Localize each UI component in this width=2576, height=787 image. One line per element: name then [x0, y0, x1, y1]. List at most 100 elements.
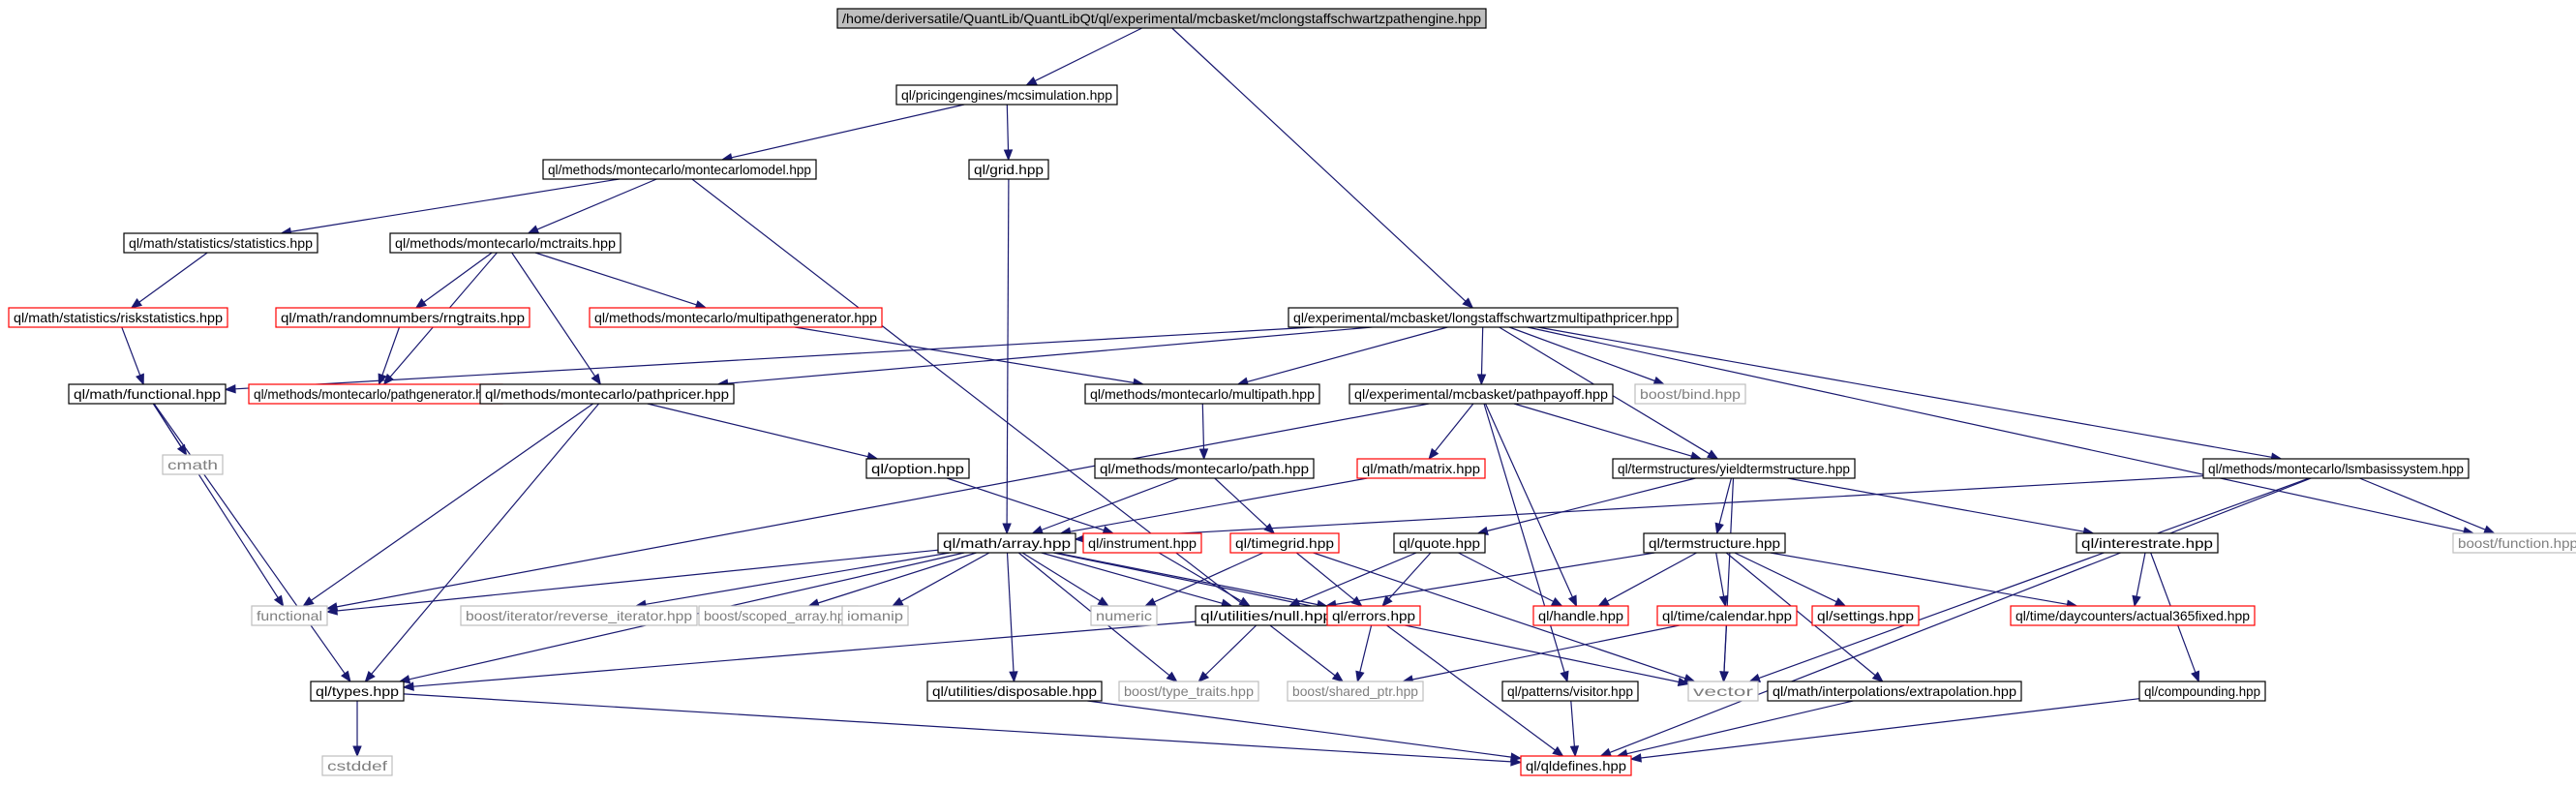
node-actual365[interactable]: ql/time/daycounters/actual365fixed.hpp — [2010, 605, 2256, 626]
node-box — [589, 307, 883, 328]
edge-matrix-to-array — [1059, 477, 1368, 536]
node-pathpricer[interactable]: ql/methods/montecarlo/pathpricer.hpp — [479, 383, 735, 405]
edge-line — [1513, 403, 1692, 457]
node-option[interactable]: ql/option.hpp — [865, 458, 970, 479]
node-visitor[interactable]: ql/patterns/visitor.hpp — [1501, 681, 1639, 702]
node-label: ql/grid.hpp — [974, 162, 1044, 177]
node-null[interactable]: ql/utilities/null.hpp — [1195, 605, 1338, 626]
edge-arrowhead — [1355, 670, 1365, 683]
edge-multipathgenerator-to-multipath — [794, 326, 1145, 387]
node-quote[interactable]: ql/quote.hpp — [1393, 532, 1486, 554]
node-qldefines[interactable]: ql/qldefines.hpp — [1520, 755, 1632, 776]
node-calendar[interactable]: ql/time/calendar.hpp — [1656, 605, 1798, 626]
node-label: ql/qldefines.hpp — [1526, 758, 1626, 773]
node-box — [968, 159, 1049, 180]
edge-line — [1087, 700, 1512, 758]
edge-null-to-type_traits — [1197, 624, 1258, 682]
edge-arrowhead — [1003, 149, 1014, 162]
edge-lsmbasis-to-vector — [1748, 477, 2310, 682]
edge-pathpayoff-to-handle — [1484, 403, 1578, 608]
edge-arrowhead — [1097, 596, 1110, 607]
node-settings[interactable]: ql/settings.hpp — [1811, 605, 1920, 626]
node-montecarlomodel[interactable]: ql/methods/montecarlo/montecarlomodel.hp… — [542, 159, 817, 180]
edge-arrowhead — [1551, 597, 1563, 607]
node-label: ql/instrument.hpp — [1088, 535, 1197, 551]
edge-yieldts-to-interestrate — [1787, 477, 2095, 536]
node-riskstatistics[interactable]: ql/math/statistics/riskstatistics.hpp — [8, 307, 228, 328]
node-interestrate[interactable]: ql/interestrate.hpp — [2076, 532, 2219, 554]
node-yieldts[interactable]: ql/termstructures/yieldtermstructure.hpp — [1612, 458, 1856, 479]
edge-arrowhead — [1166, 671, 1178, 682]
node-handle[interactable]: ql/handle.hpp — [1532, 605, 1629, 626]
edge-grid-to-array — [1002, 178, 1012, 535]
node-functional_hpp[interactable]: ql/math/functional.hpp — [68, 383, 227, 405]
node-timegrid[interactable]: ql/timegrid.hpp — [1229, 532, 1340, 554]
node-array[interactable]: ql/math/array.hpp — [937, 532, 1076, 554]
node-termstructure[interactable]: ql/termstructure.hpp — [1643, 532, 1786, 554]
node-box — [2010, 605, 2256, 626]
node-box — [68, 383, 227, 405]
node-label: numeric — [1096, 608, 1152, 623]
edge-yieldts-to-vector — [1719, 477, 1735, 683]
edge-arrowhead — [1718, 594, 1729, 608]
node-pathpayoff[interactable]: ql/experimental/mcbasket/pathpayoff.hpp — [1349, 383, 1614, 405]
edge-arrowhead — [1748, 673, 1762, 682]
node-root[interactable]: /home/deriversatile/QuantLib/QuantLibQt/… — [836, 8, 1487, 29]
node-box — [937, 532, 1076, 554]
edge-line — [371, 403, 600, 675]
node-label: ql/settings.hpp — [1817, 608, 1914, 623]
edge-arrowhead — [1197, 671, 1210, 682]
node-instrument[interactable]: ql/instrument.hpp — [1082, 532, 1202, 554]
edge-line — [691, 178, 1336, 677]
node-label: ql/methods/montecarlo/mctraits.hpp — [395, 235, 616, 251]
edge-line — [153, 403, 346, 675]
node-types[interactable]: ql/types.hpp — [310, 681, 405, 702]
node-grid[interactable]: ql/grid.hpp — [968, 159, 1049, 180]
edge-lsmultipathpricer-to-boostfunction — [1527, 326, 2475, 536]
node-disposable[interactable]: ql/utilities/disposable.hpp — [926, 681, 1103, 702]
node-box — [895, 84, 1118, 106]
edge-arrowhead — [302, 596, 315, 607]
node-label: ql/methods/montecarlo/pathpricer.hpp — [485, 386, 729, 402]
edge-line — [727, 326, 1373, 384]
node-multipath[interactable]: ql/methods/montecarlo/multipath.hpp — [1084, 383, 1320, 405]
node-label: boost/function.hpp — [2458, 535, 2576, 551]
node-label: ql/math/statistics/statistics.hpp — [129, 235, 313, 251]
node-pathgenerator[interactable]: ql/methods/montecarlo/pathgenerator.hpp — [248, 383, 503, 405]
node-box — [542, 159, 817, 180]
node-label: boost/shared_ptr.hpp — [1292, 683, 1418, 699]
edge-arrowhead — [591, 373, 602, 386]
node-errors[interactable]: ql/errors.hpp — [1326, 605, 1421, 626]
edge-arrowhead — [130, 298, 143, 309]
edge-line — [536, 178, 657, 230]
edge-line — [381, 326, 401, 376]
node-lsmbasis[interactable]: ql/methods/montecarlo/lsmbasissystem.hpp — [2202, 458, 2470, 479]
node-multipathgenerator[interactable]: ql/methods/montecarlo/multipathgenerator… — [589, 307, 883, 328]
edge-line — [311, 403, 594, 601]
edge-line — [1153, 552, 1264, 603]
nodes-layer: /home/deriversatile/QuantLib/QuantLibQt/… — [8, 8, 2576, 776]
node-compounding[interactable]: ql/compounding.hpp — [2138, 681, 2266, 702]
edge-line — [1487, 477, 1696, 532]
node-label: ql/methods/montecarlo/path.hpp — [1100, 461, 1309, 476]
edge-quote-to-handle — [1458, 552, 1563, 607]
node-path[interactable]: ql/methods/montecarlo/path.hpp — [1094, 458, 1315, 479]
node-matrix[interactable]: ql/math/matrix.hpp — [1356, 458, 1486, 479]
node-label: ql/time/calendar.hpp — [1662, 608, 1792, 623]
edge-line — [1041, 477, 1179, 531]
node-box — [1393, 532, 1486, 554]
edge-arrowhead — [1009, 671, 1018, 683]
node-numeric: numeric — [1090, 605, 1158, 626]
node-lsmultipathpricer[interactable]: ql/experimental/mcbasket/longstaffschwar… — [1288, 307, 1679, 328]
node-extrapolation[interactable]: ql/math/interpolations/extrapolation.hpp — [1767, 681, 2022, 702]
edge-line — [1214, 477, 1268, 528]
edge-array-to-disposable — [1006, 552, 1018, 683]
node-mcsimulation[interactable]: ql/pricingengines/mcsimulation.hpp — [895, 84, 1118, 106]
node-statistics[interactable]: ql/math/statistics/statistics.hpp — [123, 232, 318, 254]
node-rngtraits[interactable]: ql/math/randomnumbers/rngtraits.hpp — [275, 307, 530, 328]
node-label: ql/handle.hpp — [1538, 608, 1623, 623]
edge-interestrate-to-actual365 — [2132, 552, 2146, 608]
edge-mctraits-to-rngtraits — [414, 252, 493, 309]
edge-multipath-to-path — [1198, 403, 1209, 461]
node-mctraits[interactable]: ql/methods/montecarlo/mctraits.hpp — [389, 232, 621, 254]
